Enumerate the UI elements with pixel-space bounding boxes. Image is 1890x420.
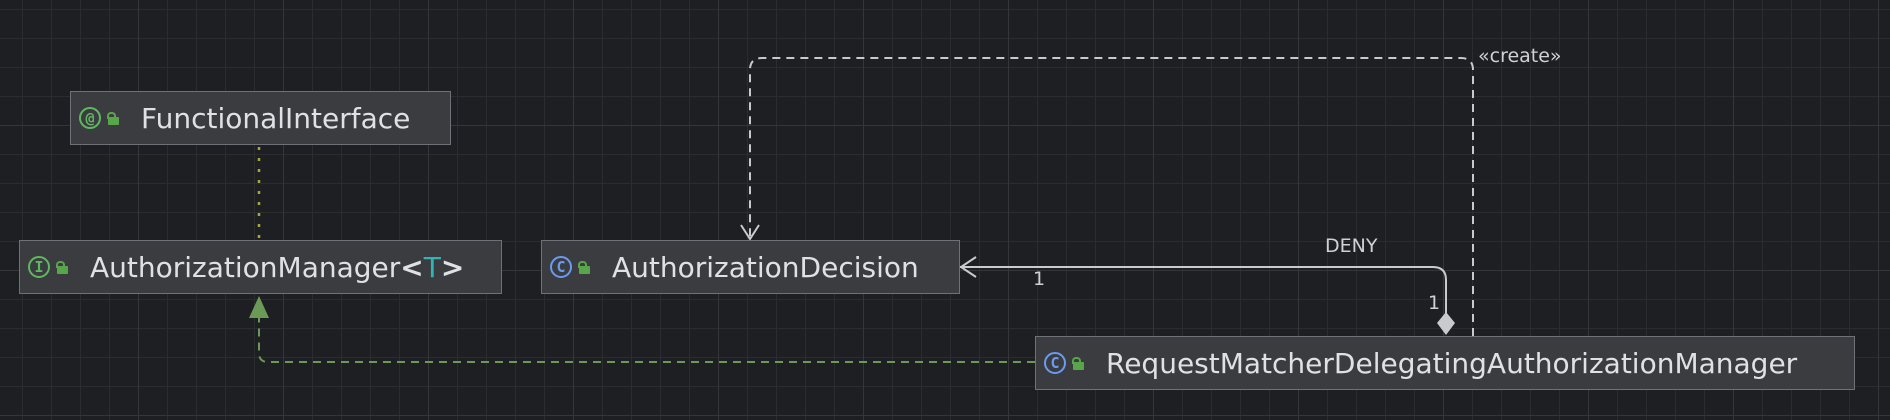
target-multiplicity-label: 1 bbox=[1033, 268, 1046, 290]
node-authorization-decision[interactable]: C AuthorizationDecision bbox=[541, 240, 960, 294]
class-icon: C bbox=[1044, 352, 1066, 374]
create-dependency-edge bbox=[749, 57, 1474, 336]
interface-icon: I bbox=[28, 256, 50, 278]
node-authorization-manager[interactable]: I AuthorizationManager<T> bbox=[19, 240, 502, 294]
type-parameter: T bbox=[423, 250, 441, 284]
unlocked-icon bbox=[579, 261, 590, 274]
deny-label: DENY bbox=[1325, 235, 1378, 257]
class-icon: C bbox=[550, 256, 572, 278]
deny-association-arrowhead bbox=[959, 256, 977, 278]
node-label: AuthorizationDecision bbox=[612, 250, 919, 284]
composition-diamond bbox=[1437, 312, 1455, 335]
unlocked-icon bbox=[108, 112, 119, 125]
deny-association-edge bbox=[960, 266, 1447, 314]
node-label: FunctionalInterface bbox=[141, 101, 411, 135]
node-functional-interface[interactable]: @ FunctionalInterface bbox=[70, 91, 451, 145]
unlocked-icon bbox=[57, 261, 68, 274]
implements-edge bbox=[258, 318, 1035, 363]
node-label: AuthorizationManager<T> bbox=[90, 250, 465, 284]
source-multiplicity-label: 1 bbox=[1428, 292, 1441, 314]
node-label: RequestMatcherDelegatingAuthorizationMan… bbox=[1106, 346, 1798, 380]
implements-arrowhead bbox=[249, 296, 269, 318]
create-stereotype-label: «create» bbox=[1478, 45, 1562, 67]
create-dependency-arrowhead bbox=[740, 224, 760, 241]
node-request-matcher-delegating[interactable]: C RequestMatcherDelegatingAuthorizationM… bbox=[1035, 336, 1855, 390]
unlocked-icon bbox=[1073, 357, 1084, 370]
annotation-icon: @ bbox=[79, 107, 101, 129]
